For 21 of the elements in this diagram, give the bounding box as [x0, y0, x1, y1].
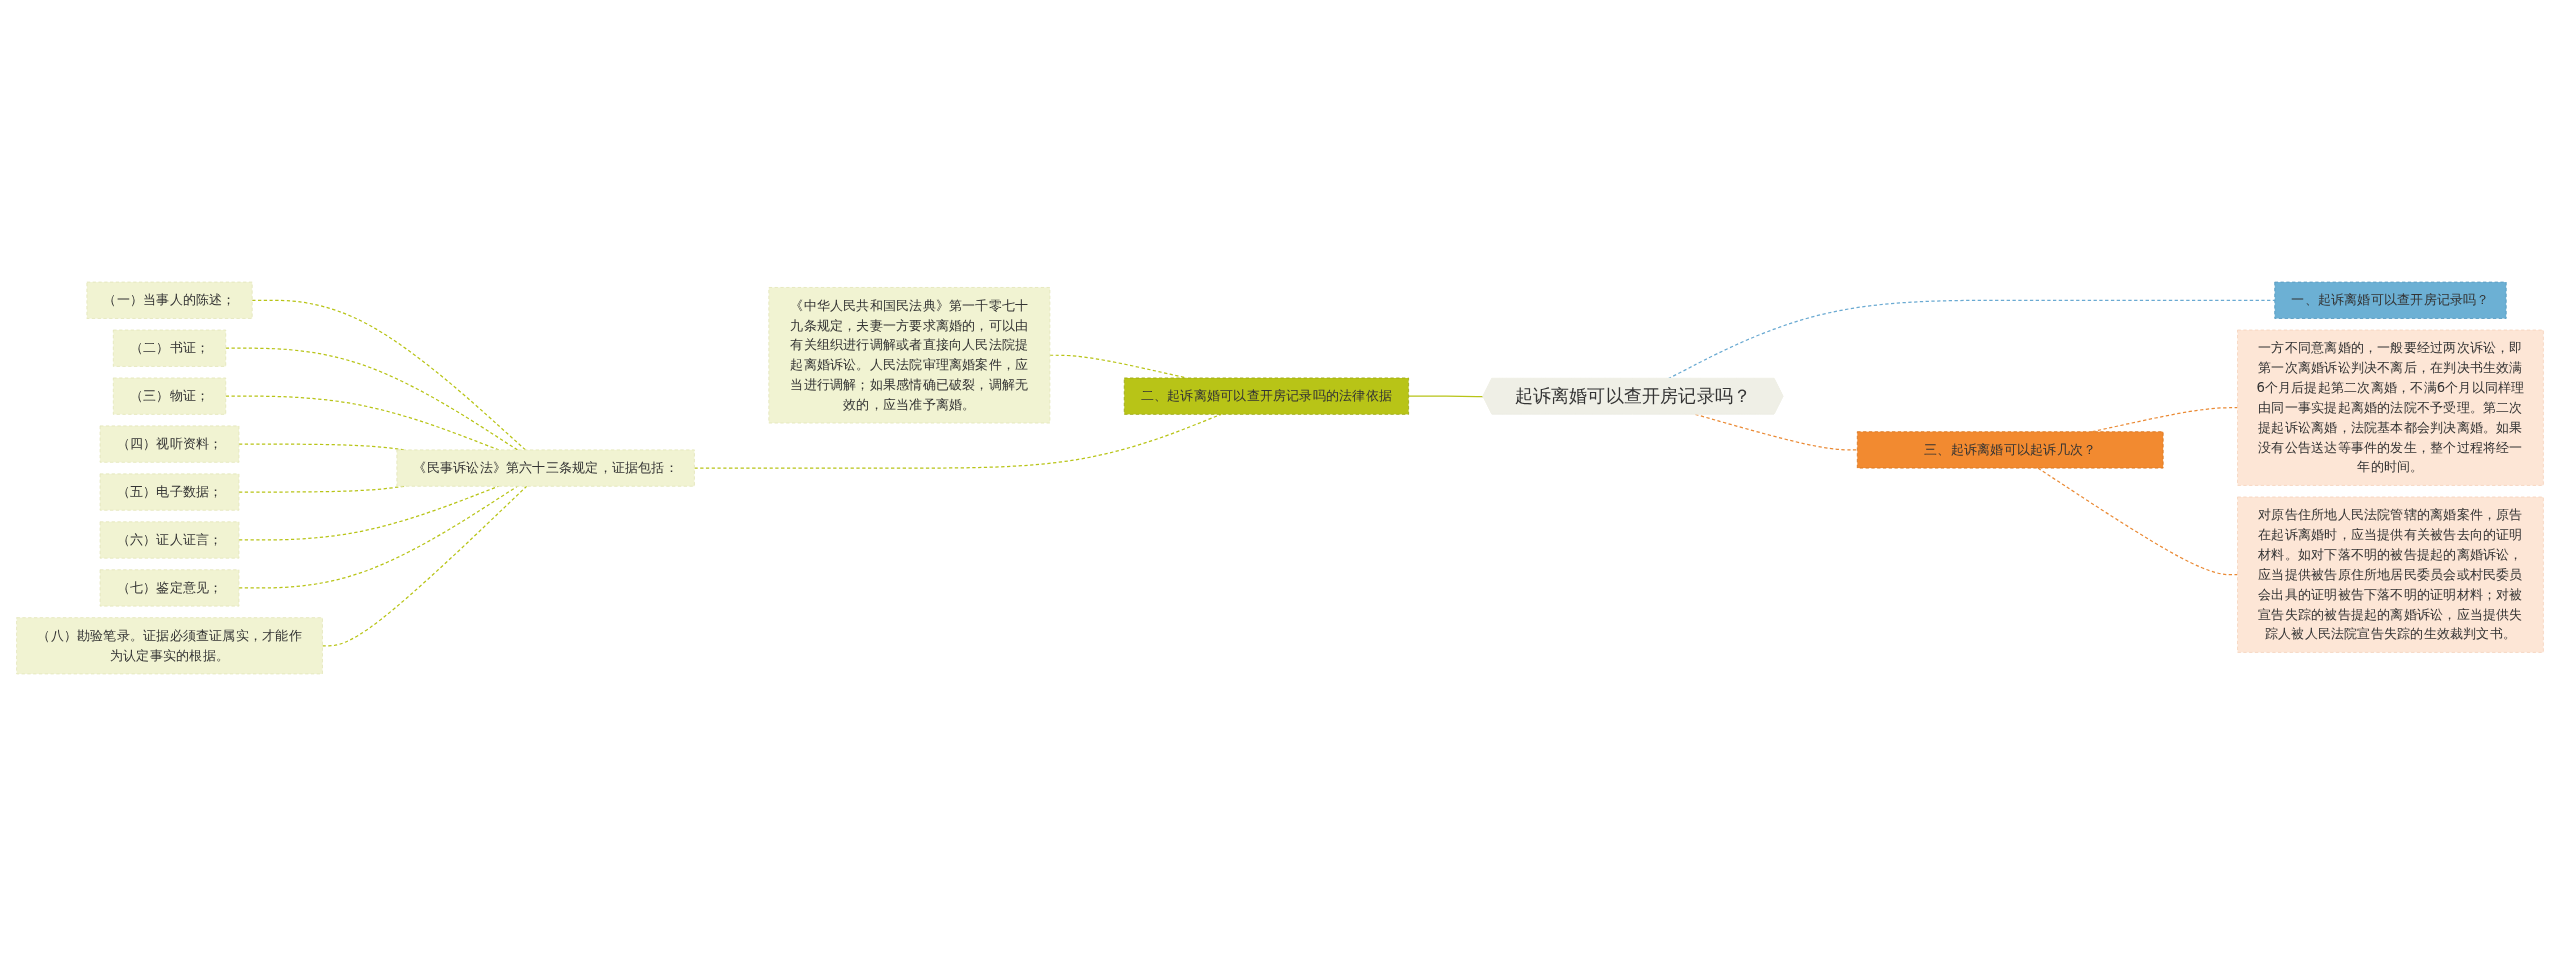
node-box: （五）电子数据； — [99, 473, 240, 511]
node-box: （一）当事人的陈述； — [86, 281, 253, 319]
connector — [2037, 467, 2239, 576]
node-box: （二）书证； — [112, 329, 227, 367]
node-box: 二、起诉离婚可以查开房记录吗的法律依据 — [1123, 377, 1410, 415]
node-box: 对原告住所地人民法院管辖的离婚案件，原告在起诉离婚时，应当提供有关被告去向的证明材料。如对下落不明的被告提起的离婚诉讼，应当提供被告原住所地居民委员会或村民委员会出具的证明被告下落不明的证明材料；对被宣告失踪的被告提起的离婚诉讼，应当提供失踪人被人民法院宣告失踪的生效裁判文书。 — [2237, 496, 2544, 653]
node-box: （七）鉴定意见； — [99, 569, 240, 607]
connector — [1667, 299, 2276, 380]
node-box: （八）勘验笔录。证据必须查证属实，才能作为认定事实的根据。 — [16, 617, 323, 675]
node-box: 三、起诉离婚可以起诉几次？ — [1856, 431, 2164, 469]
node-box: 一、起诉离婚可以查开房记录吗？ — [2274, 281, 2507, 319]
node-box: 一方不同意离婚的，一般要经过两次诉讼，即第一次离婚诉讼判决不离后，在判决书生效满6个月后提起第二次离婚，不满6个月以同样理由同一事实提起离婚的法院不予受理。第二次提起诉讼离婚，法院基本都会判决离婚。如果没有公告送达等事件的发生，整个过程将经一年的时间。 — [2237, 329, 2544, 486]
node-box: 《民事诉讼法》第六十三条规定，证据包括： — [396, 449, 695, 487]
connector — [321, 485, 528, 647]
connector — [1408, 395, 1485, 398]
node-box: 《中华人民共和国民法典》第一千零七十九条规定，夫妻一方要求离婚的，可以由有关组织进行调解或者直接向人民法院提起离婚诉讼。人民法院审理离婚案件，应当进行调解；如果感情确已破裂，调解无效的，应当准予离婚。 — [768, 287, 1051, 424]
node-box: （三）物证； — [112, 377, 227, 415]
connector — [251, 299, 527, 451]
connector — [1694, 413, 1858, 451]
node-box: （六）证人证言； — [99, 521, 240, 559]
node-box: （四）视听资料； — [99, 425, 240, 463]
